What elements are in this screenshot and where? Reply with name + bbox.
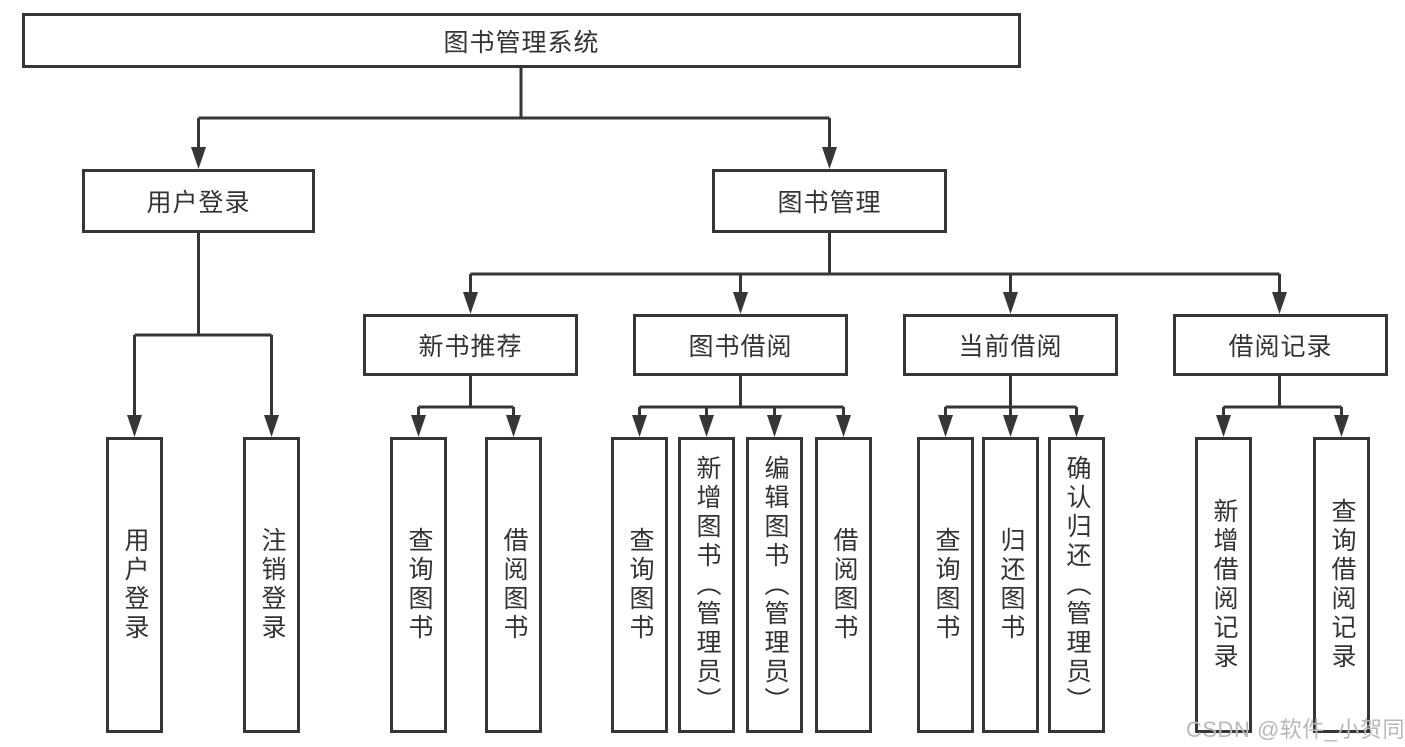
node-user-login: 用户登录 [82, 169, 315, 233]
leaf-current-return-book: 归还图书 [982, 437, 1039, 733]
connector-root-to-level1 [191, 68, 837, 169]
node-label: 图书管理 [777, 189, 882, 217]
arrowhead [463, 292, 478, 314]
arrowhead [127, 415, 142, 437]
leaf-label: 借阅图书 [500, 527, 528, 643]
connector-user-login-to-leaves [127, 233, 279, 437]
leaf-label: 借阅图书 [830, 527, 858, 643]
leaf-logout: 注销登录 [243, 437, 300, 733]
leaf-label: 归还图书 [997, 527, 1025, 643]
csdn-watermark: CSDN @软件_小贺同学 [1186, 717, 1405, 742]
arrowhead [733, 292, 748, 314]
leaf-label: 查询借阅记录 [1328, 498, 1356, 672]
leaf-borrow-edit-book-admin: 编辑图书（管理员） [746, 437, 803, 733]
leaf-current-confirm-return-admin: 确认归还（管理员） [1048, 437, 1105, 733]
connector-current-borrow-to-leaves [938, 376, 1084, 437]
connector-book-borrow-to-leaves [632, 376, 851, 437]
leaf-borrow-query-book: 查询图书 [611, 437, 668, 733]
arrowhead [506, 415, 521, 437]
arrowhead [1069, 415, 1084, 437]
arrowhead [1003, 415, 1018, 437]
node-book-borrow: 图书借阅 [633, 314, 848, 376]
leaf-user-login: 用户登录 [106, 437, 163, 733]
arrowhead [411, 415, 426, 437]
leaf-borrow-add-book-admin: 新增图书（管理员） [678, 437, 735, 733]
leaf-records-query-record: 查询借阅记录 [1313, 437, 1370, 733]
node-label: 当前借阅 [958, 333, 1063, 361]
arrowhead [264, 415, 279, 437]
leaf-newrec-query-book: 查询图书 [390, 437, 447, 733]
arrowhead [1334, 415, 1349, 437]
node-label: 借阅记录 [1228, 333, 1333, 361]
arrowhead [699, 415, 714, 437]
leaf-label: 编辑图书（管理员） [761, 454, 789, 716]
node-new-book-recommend: 新书推荐 [363, 314, 578, 376]
leaf-label: 查询图书 [626, 527, 654, 643]
leaf-label: 确认归还（管理员） [1063, 454, 1091, 716]
connector-borrow-records-to-leaves [1216, 376, 1349, 437]
leaf-label: 查询图书 [932, 527, 960, 643]
node-label: 新书推荐 [418, 333, 523, 361]
leaf-label: 查询图书 [405, 527, 433, 643]
node-label: 图书管理系统 [443, 28, 600, 57]
leaf-borrow-borrow-book: 借阅图书 [815, 437, 872, 733]
arrowhead [191, 147, 206, 169]
leaf-newrec-borrow-book: 借阅图书 [485, 437, 542, 733]
leaf-label: 用户登录 [121, 527, 149, 643]
connector-book-management-to-level2 [463, 233, 1287, 314]
node-label: 图书借阅 [688, 333, 793, 361]
leaf-label: 新增图书（管理员） [693, 454, 721, 716]
arrowhead [1003, 292, 1018, 314]
leaf-label: 新增借阅记录 [1210, 498, 1238, 672]
arrowhead [836, 415, 851, 437]
arrowhead [938, 415, 953, 437]
arrowhead [1272, 292, 1287, 314]
arrowhead [822, 147, 837, 169]
leaf-label: 注销登录 [258, 527, 286, 643]
leaf-current-query-book: 查询图书 [917, 437, 974, 733]
connector-new-book-recommend-to-leaves [411, 376, 521, 437]
arrowhead [1216, 415, 1231, 437]
node-label: 用户登录 [146, 189, 251, 217]
leaf-records-add-record: 新增借阅记录 [1195, 437, 1252, 733]
arrowhead [767, 415, 782, 437]
node-book-management: 图书管理 [712, 169, 947, 233]
node-current-borrow: 当前借阅 [903, 314, 1118, 376]
node-borrow-records: 借阅记录 [1173, 314, 1388, 376]
arrowhead [632, 415, 647, 437]
node-root: 图书管理系统 [22, 13, 1021, 68]
